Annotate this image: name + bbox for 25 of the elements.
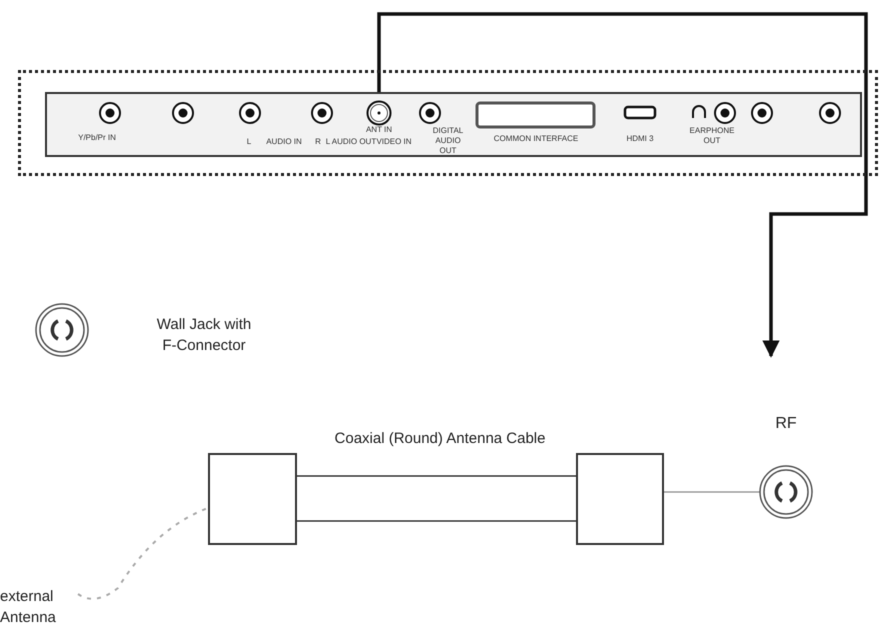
dotted-line: [77, 507, 208, 600]
connector-plug: [208, 453, 297, 545]
port-label: VIDEO IN: [376, 137, 412, 147]
dotted-frame: [18, 70, 878, 176]
port-label: L: [326, 137, 330, 147]
cable-label: Coaxial (Round) Antenna Cable: [332, 430, 548, 447]
port-label: COMMON INTERFACE: [494, 134, 578, 144]
port-label: R: [315, 137, 321, 147]
port-label: Y/Pb/Pr IN: [78, 133, 116, 143]
rf-label: RF: [775, 415, 797, 433]
port-label: DIGITAL AUDIO OUT: [432, 126, 464, 156]
port-label: ANT IN: [366, 125, 392, 134]
antenna-label: external Antenna: [0, 586, 72, 630]
coaxial-cable: [296, 475, 577, 522]
rf-input: [758, 415, 814, 521]
port-label: HDMI 3: [626, 134, 654, 144]
port-label: AUDIO IN: [266, 137, 302, 147]
arrow: [377, 12, 868, 358]
port-label: L: [246, 137, 252, 147]
port-label: AUDIO OUT: [332, 137, 376, 147]
wall-jack-label: Wall Jack with F-Connector: [156, 315, 252, 356]
port-label: EARPHONE OUT: [688, 126, 736, 146]
antenna-jack: [364, 100, 394, 135]
connector-plug: [576, 453, 664, 545]
cable-line: [664, 491, 760, 493]
